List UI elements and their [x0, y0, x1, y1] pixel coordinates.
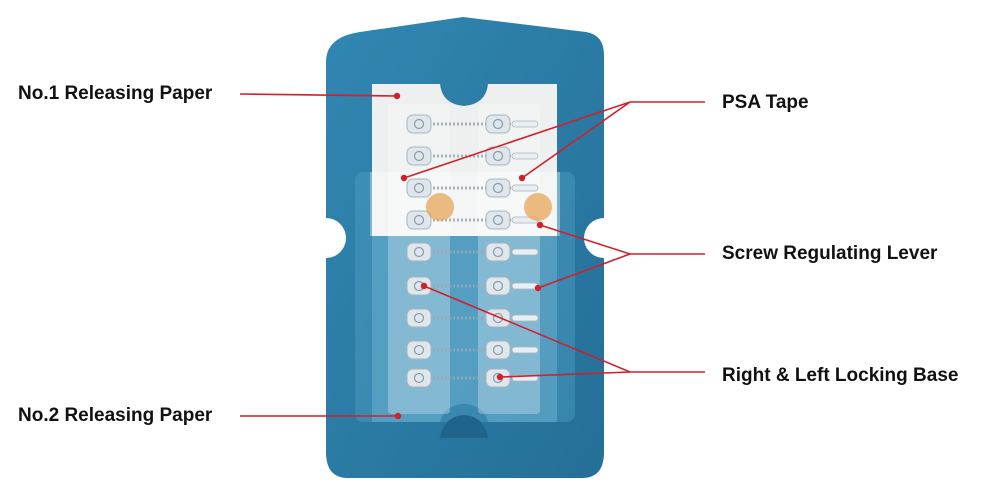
bottom-notch	[440, 415, 488, 438]
leader-dots	[393, 92, 544, 420]
label-right-left-locking-base: Right & Left Locking Base	[722, 365, 959, 386]
screw-unit	[406, 178, 539, 198]
label-psa-tape: PSA Tape	[722, 92, 809, 113]
leader-base-b	[499, 371, 631, 378]
adhesive-dot-right	[524, 193, 552, 221]
screw-unit	[406, 242, 539, 262]
label-no1-releasing-paper: No.1 Releasing Paper	[18, 83, 213, 104]
leader-screw-b	[537, 253, 631, 289]
leader-no1	[239, 93, 398, 97]
leader-lines	[239, 93, 705, 417]
leader-psa-b	[521, 101, 631, 179]
screw-unit	[406, 114, 539, 134]
label-screw-regulating-lever: Screw Regulating Lever	[722, 243, 938, 264]
adhesive-dot-left	[426, 193, 454, 221]
screw-unit	[406, 340, 539, 360]
label-no2-releasing-paper: No.2 Releasing Paper	[18, 405, 213, 426]
screw-unit	[406, 146, 539, 166]
screw-unit	[406, 276, 539, 296]
